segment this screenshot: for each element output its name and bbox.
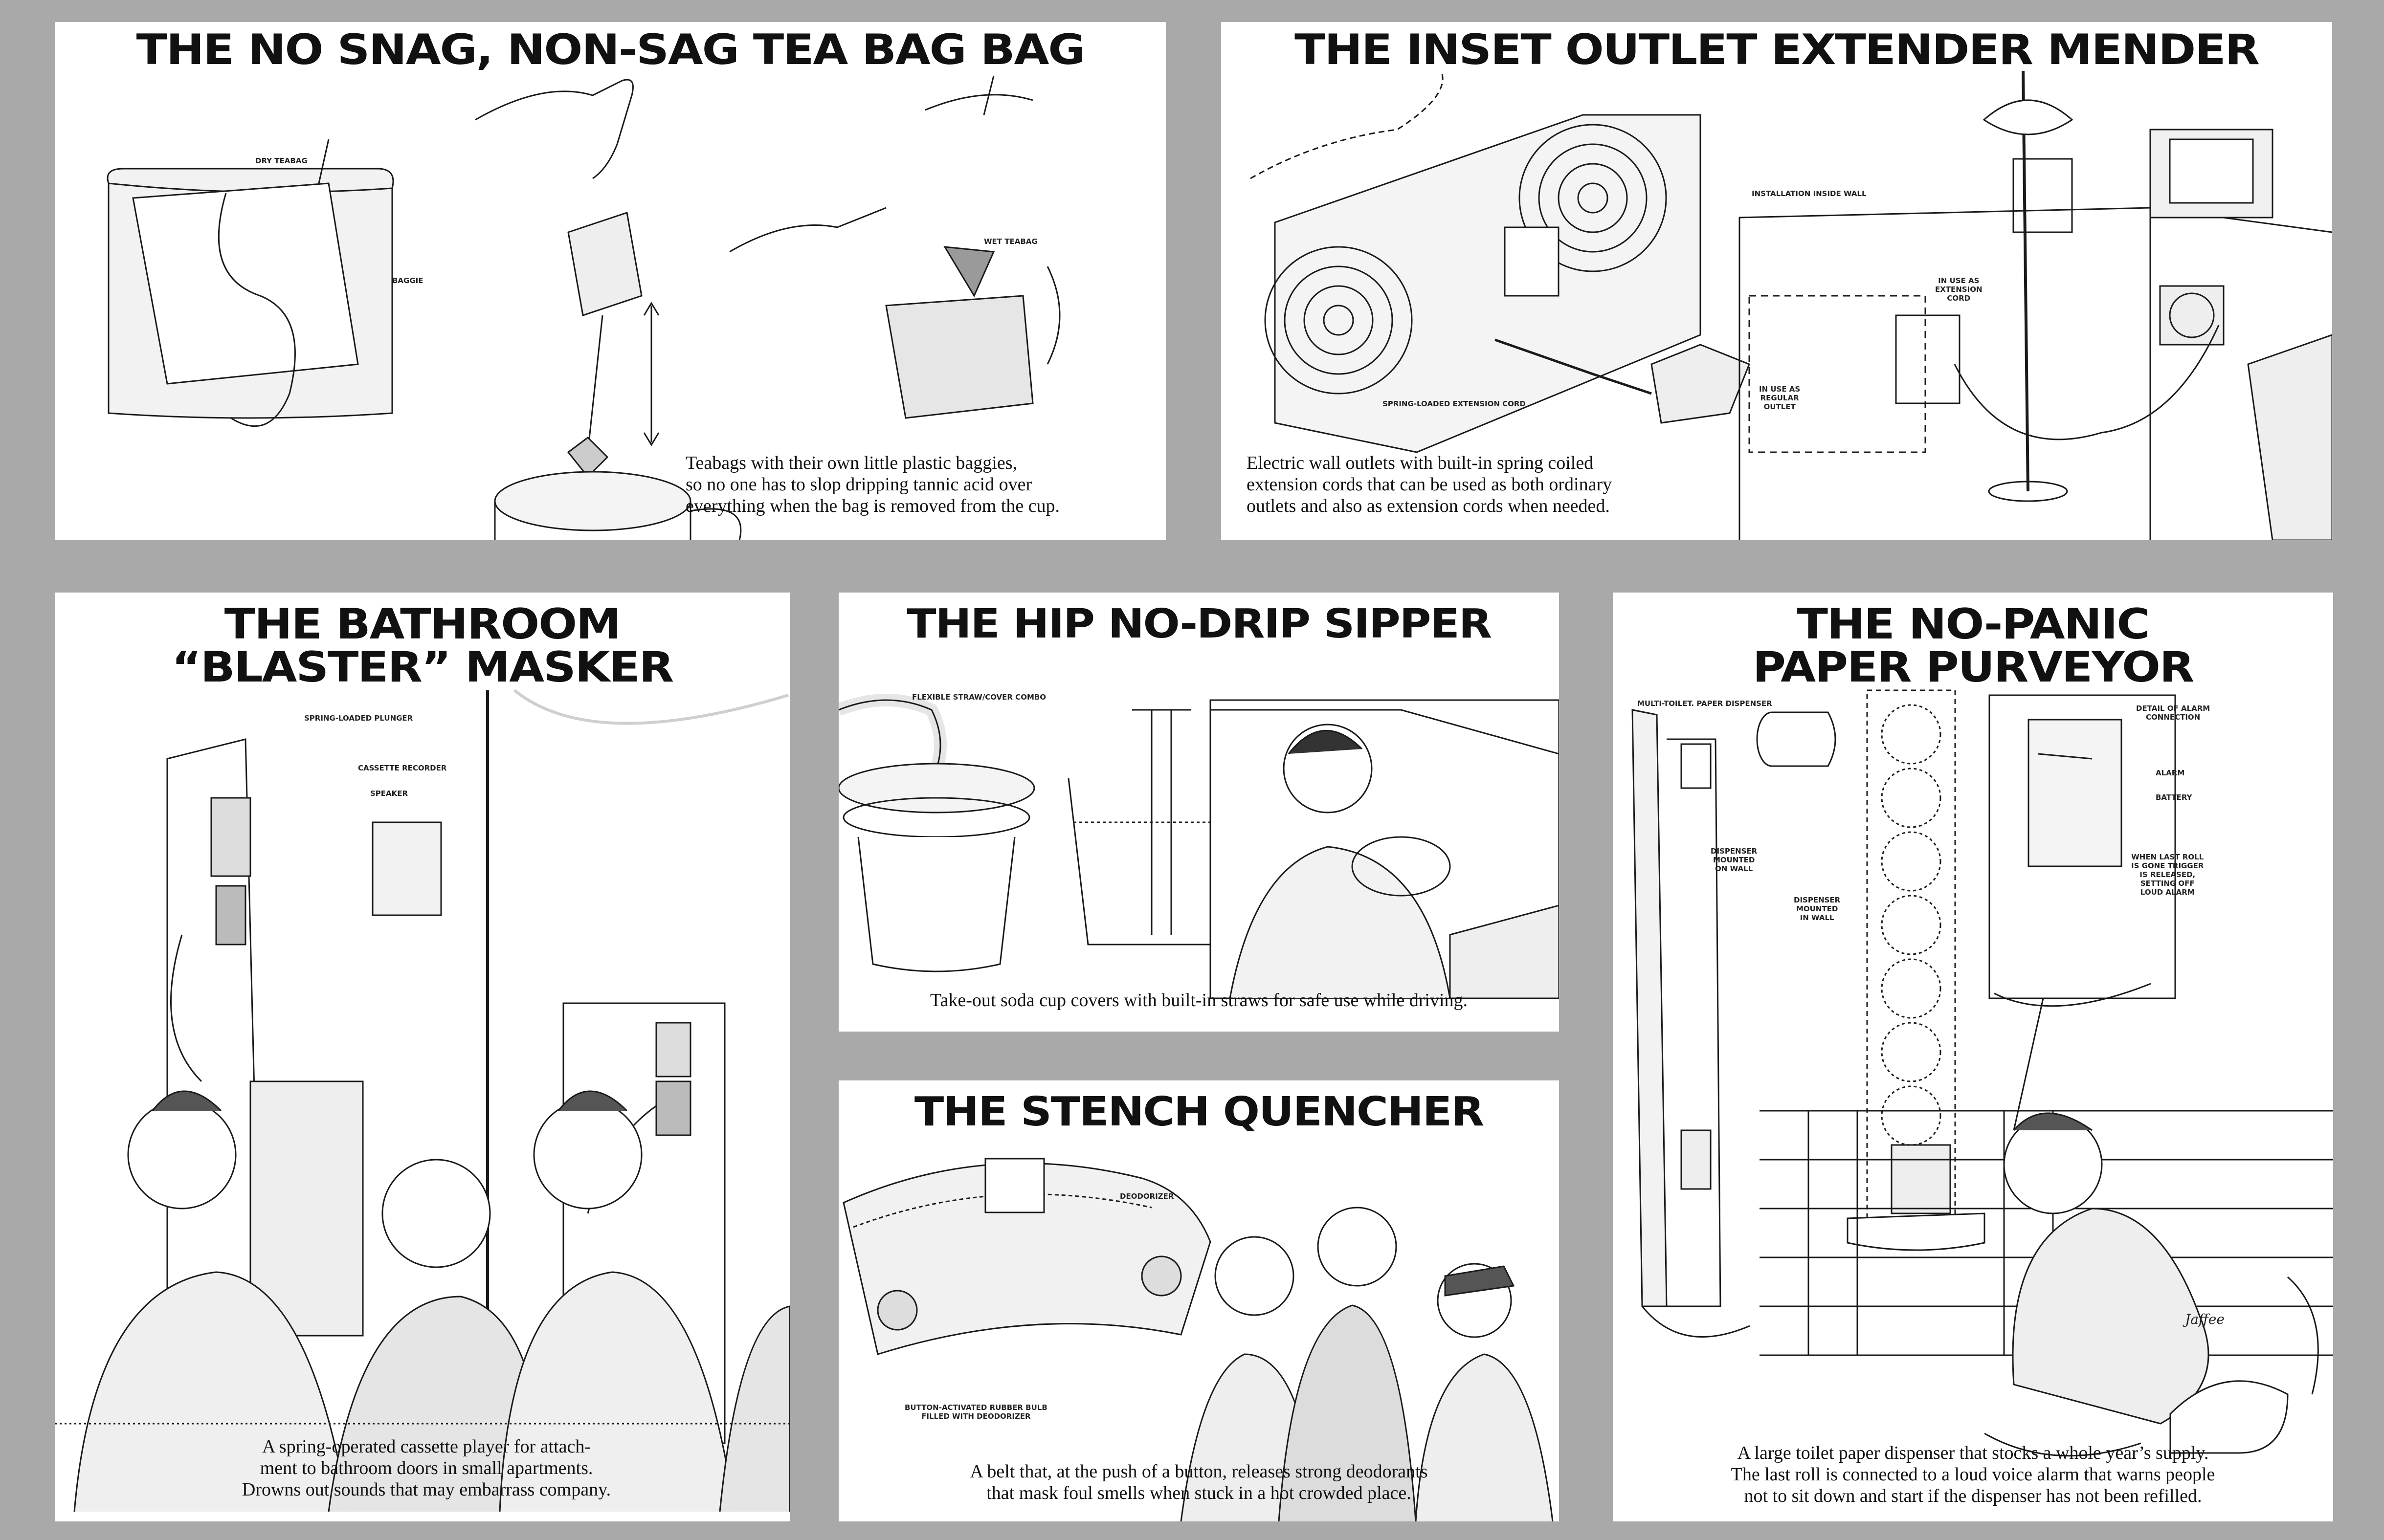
label-detail: DETAIL OF ALARM CONNECTION: [2136, 704, 2210, 722]
panel-stench: THE STENCH QUENCHER DEODORIZER BUTTON-AC…: [839, 1080, 1559, 1521]
panel-bathroom: THE BATHROOM “BLASTER” MASKER SPRING-LOA…: [55, 593, 790, 1521]
panel-caption: A large toilet paper dispenser that stoc…: [1731, 1443, 2215, 1506]
label-regular-outlet: IN USE AS REGULAR OUTLET: [1759, 385, 1801, 411]
panel-title-line1: THE BATHROOM: [224, 600, 622, 649]
label-extension-cord: IN USE AS EXTENSION CORD: [1935, 276, 1983, 303]
outlet-illustration: [1221, 22, 2332, 540]
stench-illustration: [839, 1080, 1559, 1521]
label-deodorizer: DEODORIZER: [1120, 1192, 1174, 1201]
panel-title: THE HIP NO-DRIP SIPPER: [907, 601, 1492, 647]
panel-caption: Electric wall outlets with built-in spri…: [1247, 453, 1612, 516]
panel-sipper: THE HIP NO-DRIP SIPPER FLEXIBLE STRAW/CO…: [839, 593, 1559, 1032]
panel-caption: Take-out soda cup covers with built-in s…: [930, 990, 1468, 1011]
panel-title-line2: PAPER PURVEYOR: [1752, 643, 2194, 692]
label-trigger: WHEN LAST ROLL IS GONE TRIGGER IS RELEAS…: [2131, 853, 2204, 897]
label-multi-dispenser: MULTI-TOILET. PAPER DISPENSER: [1637, 699, 1772, 708]
panel-caption: Teabags with their own little plastic ba…: [686, 453, 1060, 516]
panel-title-line1: THE NO-PANIC: [1797, 600, 2150, 649]
panel-title: THE STENCH QUENCHER: [914, 1089, 1484, 1135]
label-bulb: BUTTON-ACTIVATED RUBBER BULB FILLED WITH…: [905, 1403, 1047, 1421]
label-alarm: ALARM: [2156, 769, 2185, 777]
panel-teabag: THE NO SNAG, NON-SAG TEA BAG BAG DRY TEA…: [55, 22, 1166, 540]
label-on-wall: DISPENSER MOUNTED ON WALL: [1711, 847, 1758, 873]
panel-outlet: THE INSET OUTLET EXTENDER MENDER INSTALL…: [1221, 22, 2332, 540]
artist-signature: Jaffee: [2185, 1311, 2225, 1327]
label-spring-cord: SPRING-LOADED EXTENSION CORD: [1382, 399, 1526, 408]
label-dry-teabag: DRY TEABAG: [255, 156, 308, 165]
panel-caption: A spring-operated cassette player for at…: [242, 1436, 611, 1500]
panel-title: THE INSET OUTLET EXTENDER MENDER: [1294, 25, 2260, 74]
panel-title: THE NO SNAG, NON-SAG TEA BAG BAG: [136, 25, 1086, 74]
label-cassette: CASSETTE RECORDER: [358, 764, 447, 772]
panel-paper: THE NO-PANIC PAPER PURVEYOR: [1613, 593, 2333, 1521]
label-straw: FLEXIBLE STRAW/COVER COMBO: [912, 693, 1047, 702]
teabag-illustration: [55, 22, 1166, 540]
label-baggie: BAGGIE: [392, 276, 423, 285]
label-installation: INSTALLATION INSIDE WALL: [1752, 189, 1867, 198]
label-wet-teabag: WET TEABAG: [984, 237, 1038, 246]
label-in-wall: DISPENSER MOUNTED IN WALL: [1794, 896, 1841, 922]
panel-caption: A belt that, at the push of a button, re…: [970, 1461, 1428, 1503]
label-plunger: SPRING-LOADED PLUNGER: [304, 714, 413, 723]
bathroom-illustration: [55, 593, 790, 1521]
panel-title-line2: “BLASTER” MASKER: [171, 643, 674, 692]
sipper-illustration: [839, 593, 1559, 1032]
label-battery: BATTERY: [2156, 793, 2192, 802]
paper-illustration: [1613, 593, 2333, 1521]
label-speaker: SPEAKER: [370, 789, 408, 798]
